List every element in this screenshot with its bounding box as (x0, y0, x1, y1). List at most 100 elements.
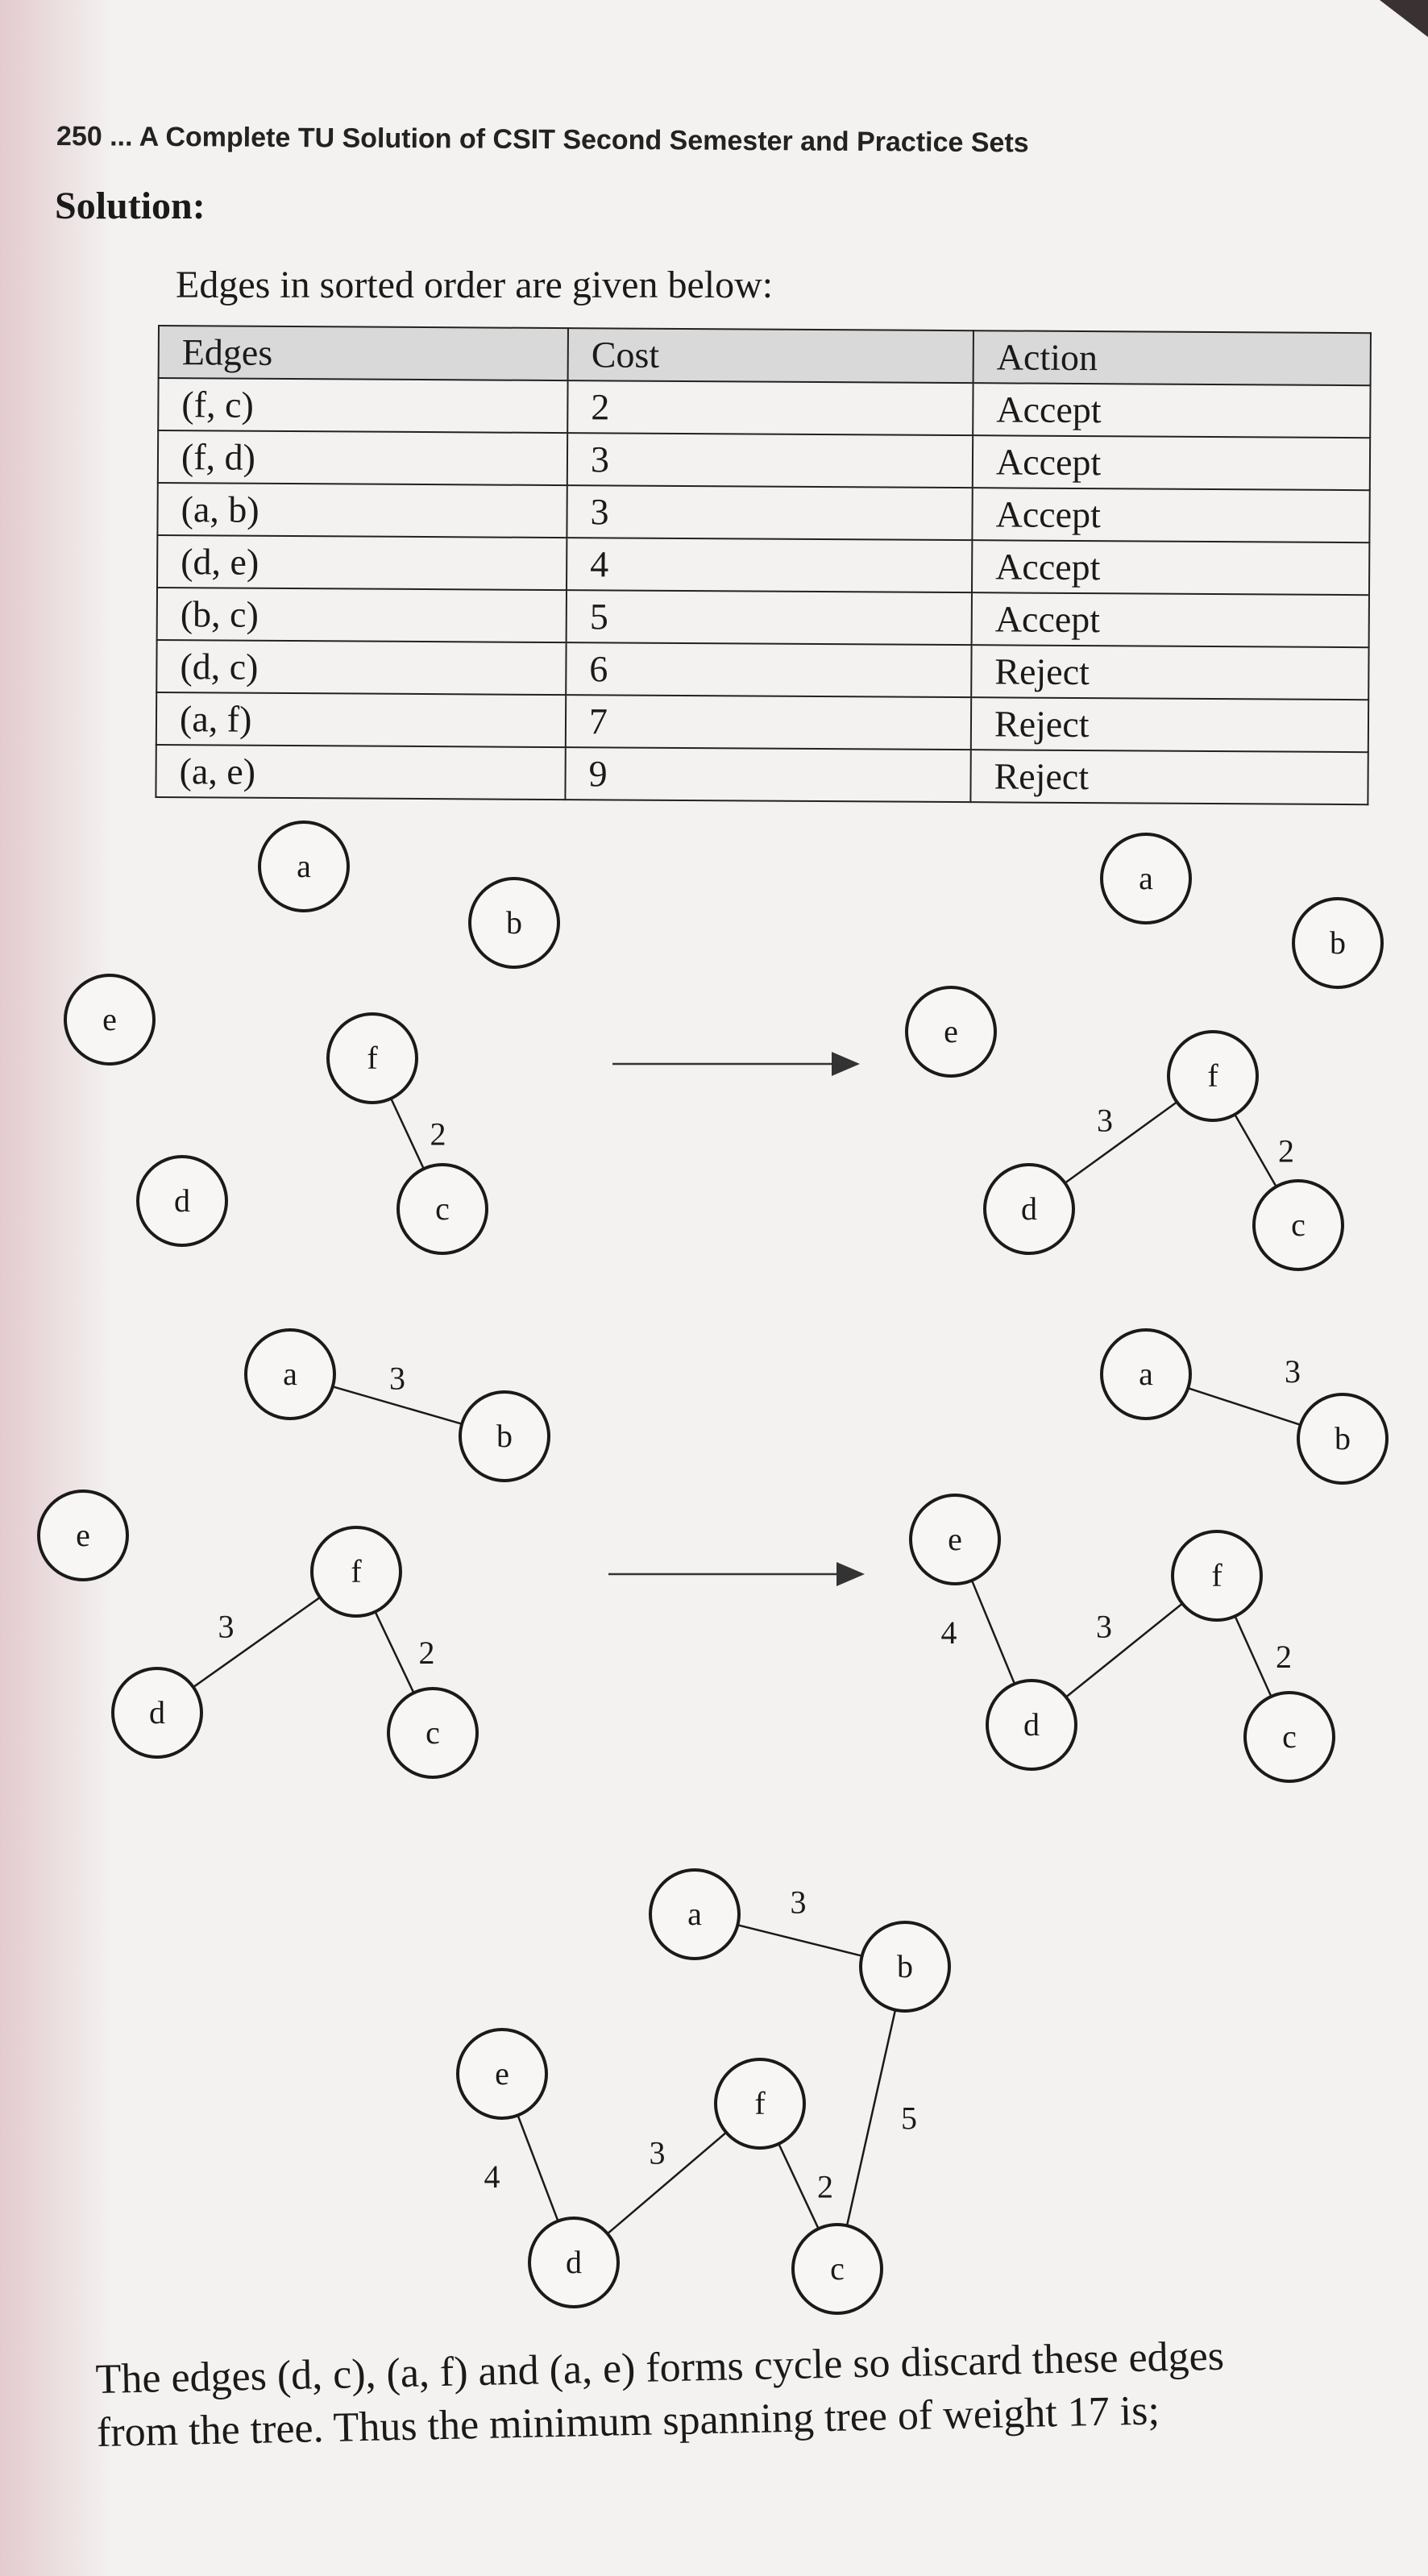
node-label: e (76, 1517, 90, 1553)
solution-heading: Solution: (55, 185, 205, 227)
node-label: c (1282, 1718, 1297, 1755)
intro-text: Edges in sorted order are given below: (176, 264, 774, 306)
graph-diagram-step1a: 2 a b e f d c (64, 821, 560, 1255)
edge-d-f (607, 2131, 727, 2235)
node-circle (396, 1163, 488, 1255)
node-label: c (830, 2250, 845, 2287)
node-circle (986, 1679, 1077, 1771)
node-label: c (425, 1714, 440, 1751)
node-f: f (1167, 1030, 1259, 1122)
node-circle (326, 1012, 418, 1104)
node-d: d (111, 1667, 203, 1759)
edge-weight-label: 2 (430, 1116, 446, 1153)
node-c: c (1252, 1179, 1344, 1271)
node-label: d (1021, 1190, 1037, 1227)
node-label: c (435, 1190, 450, 1227)
node-label: f (1207, 1057, 1218, 1094)
node-b: b (468, 877, 560, 969)
node-label: f (754, 2085, 766, 2121)
edge-f-c (1234, 1615, 1272, 1697)
node-circle (1292, 897, 1384, 989)
node-label: d (174, 1182, 190, 1219)
node-circle (244, 1328, 336, 1420)
node-label: a (297, 848, 311, 884)
edge-f-c (374, 1611, 415, 1693)
node-d: d (983, 1163, 1075, 1255)
node-label: f (367, 1040, 378, 1076)
node-label: d (1023, 1706, 1040, 1743)
node-c: c (396, 1163, 488, 1255)
node-label: f (1211, 1557, 1223, 1593)
edge-e-d (970, 1580, 1016, 1685)
edge-weight-label: 2 (1278, 1133, 1294, 1170)
node-f: f (1171, 1530, 1263, 1622)
node-circle (983, 1163, 1075, 1255)
node-a: a (1100, 1328, 1192, 1420)
node-circle (310, 1526, 402, 1618)
node-e: e (905, 986, 997, 1078)
edge-e-d (517, 2114, 559, 2222)
node-a: a (1100, 833, 1192, 924)
node-label: c (1291, 1207, 1306, 1243)
edge-weight-label: 2 (817, 2169, 833, 2205)
node-label: d (149, 1694, 165, 1730)
node-label: b (897, 1948, 913, 1984)
edge-f-c (778, 2143, 820, 2229)
node-c: c (791, 2223, 883, 2315)
node-circle (111, 1667, 203, 1759)
node-b: b (1297, 1393, 1389, 1485)
node-circle (859, 1921, 951, 2013)
node-label: d (566, 2244, 582, 2280)
node-circle (1167, 1030, 1259, 1122)
edge-a-b (332, 1386, 463, 1425)
node-label: e (944, 1013, 958, 1049)
node-label: a (1139, 1356, 1153, 1392)
node-circle (1243, 1691, 1335, 1783)
edge-a-b (737, 1924, 862, 1957)
node-label: a (1139, 860, 1153, 896)
node-d: d (528, 2217, 620, 2308)
node-d: d (136, 1155, 228, 1247)
node-circle (258, 821, 350, 912)
node-circle (1171, 1530, 1263, 1622)
edge-weight-label: 2 (419, 1635, 435, 1671)
edge-weight-label: 3 (1096, 1609, 1112, 1645)
node-b: b (859, 1921, 951, 2013)
graph-diagram-step1b: 2 3 a b e f d c (905, 833, 1384, 1271)
node-label: b (506, 904, 522, 941)
edge-f-d (1064, 1101, 1178, 1184)
node-f: f (310, 1526, 402, 1618)
edge-weight-label: 3 (389, 1361, 405, 1397)
node-b: b (459, 1390, 550, 1482)
node-circle (791, 2223, 883, 2315)
edge-weight-label: 4 (941, 1614, 957, 1651)
node-circle (528, 2217, 620, 2308)
node-label: a (687, 1896, 702, 1932)
node-b: b (1292, 897, 1384, 989)
node-circle (456, 2028, 548, 2120)
node-d: d (986, 1679, 1077, 1771)
node-circle (1252, 1179, 1344, 1271)
node-circle (1100, 833, 1192, 924)
node-circle (459, 1390, 550, 1482)
node-e: e (456, 2028, 548, 2120)
node-a: a (649, 1868, 741, 1960)
node-c: c (1243, 1691, 1335, 1783)
edge-f-d (1065, 1602, 1183, 1698)
edge-f-c (390, 1098, 425, 1170)
node-a: a (244, 1328, 336, 1420)
edge-weight-label: 3 (791, 1884, 807, 1921)
node-circle (909, 1494, 1001, 1585)
node-e: e (64, 974, 156, 1066)
node-label: b (1335, 1420, 1351, 1456)
edge-weight-label: 3 (1285, 1353, 1301, 1390)
edge-weight-label: 3 (218, 1609, 235, 1645)
node-circle (649, 1868, 741, 1960)
node-f: f (326, 1012, 418, 1104)
node-label: b (496, 1418, 513, 1454)
edge-weight-label: 3 (1097, 1103, 1113, 1139)
node-circle (136, 1155, 228, 1247)
